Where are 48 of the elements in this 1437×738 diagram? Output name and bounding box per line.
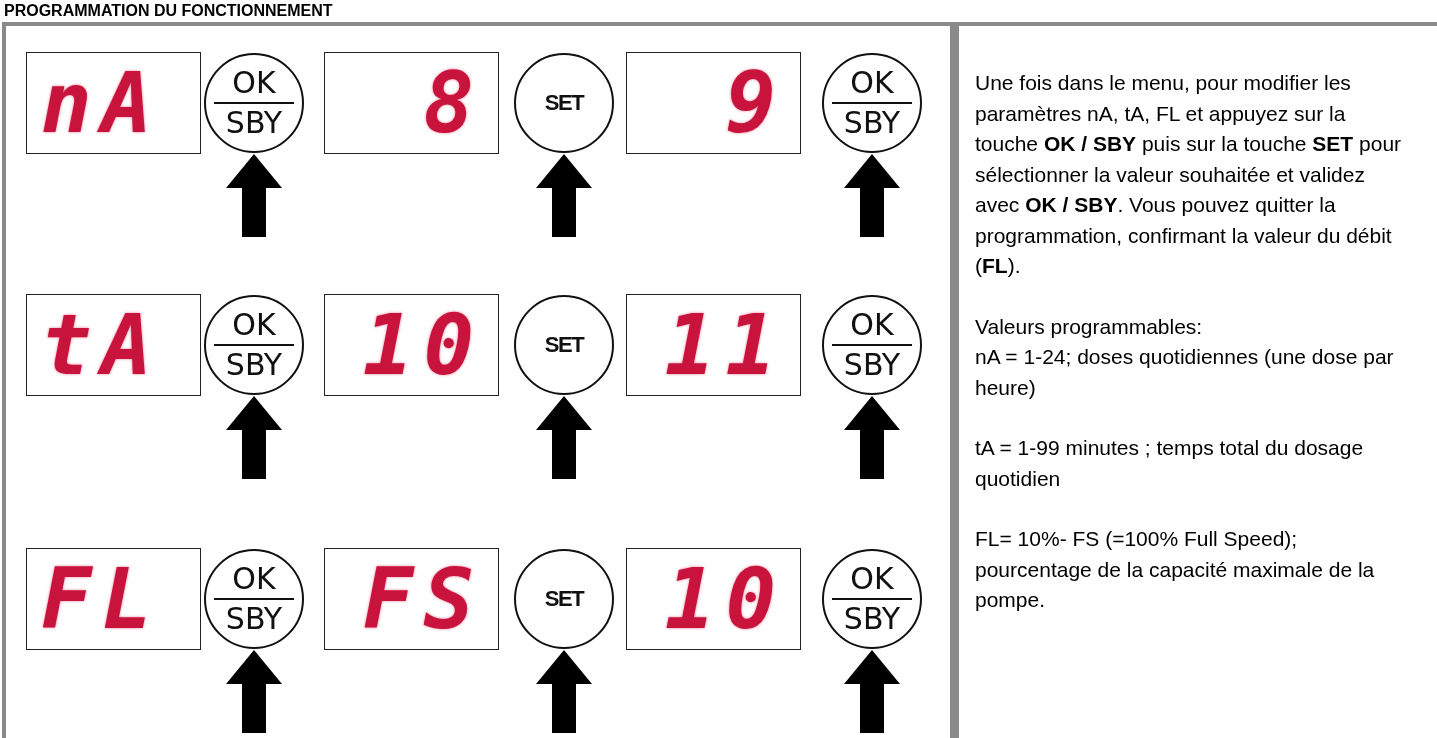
arrow (844, 154, 900, 237)
display-value: 10 (664, 554, 786, 644)
button-label: OK (232, 67, 276, 99)
description-text: Une fois dans le menu, pour modifier les paramètres nA, tA, FL et appuyez sur la touche OK / SBY puis sur la touche SET pour sélectionner la valeur souhaitée et validez avec OK / SBY. Vous pouvez quitter la programmation, confirmant la valeur du débit (FL). (975, 70, 1403, 279)
button-label: SBY (225, 107, 283, 139)
button-label: SET (544, 332, 584, 358)
button-label: OK (232, 309, 276, 341)
display-value: 8 (423, 58, 484, 148)
display-value: tA (41, 300, 163, 390)
display-value: 10 (362, 300, 484, 390)
button-label: SBY (843, 107, 901, 139)
display-value: FS (362, 554, 484, 644)
button-label: SBY (225, 349, 283, 381)
segment-display (626, 548, 801, 650)
segment-display (26, 294, 201, 396)
segment-display (324, 294, 499, 396)
button-label: SET (544, 90, 584, 116)
arrow (844, 396, 900, 479)
arrow (536, 154, 592, 237)
description-text: nA = 1-24; doses quotidiennes (une dose par heure) (975, 344, 1395, 401)
display-value: FL (41, 554, 163, 644)
segment-display (626, 294, 801, 396)
description-text: FL= 10%- FS (=100% Full Speed); pourcentage de la capacité maximale de la pompe. (975, 526, 1376, 613)
display-value: 9 (725, 58, 786, 148)
arrow (536, 396, 592, 479)
arrow (536, 650, 592, 733)
button-label: OK (850, 563, 894, 595)
button-label: OK (232, 563, 276, 595)
arrow (226, 650, 282, 733)
segment-display (324, 52, 499, 154)
segment-display (626, 52, 801, 154)
segment-display (324, 548, 499, 650)
button-label: OK (850, 309, 894, 341)
button-label: SBY (225, 603, 283, 635)
segment-display (26, 52, 201, 154)
display-value: 11 (664, 300, 786, 390)
display-value: nA (41, 58, 163, 148)
button-label: SBY (843, 603, 901, 635)
button-label: OK (850, 67, 894, 99)
button-label: SBY (843, 349, 901, 381)
arrow (844, 650, 900, 733)
button-label: SET (544, 586, 584, 612)
description-text: tA = 1-99 minutes ; temps total du dosage quotidien (975, 435, 1365, 492)
description-text: Valeurs programmables: (975, 313, 1204, 340)
segment-display (26, 548, 201, 650)
arrow (226, 396, 282, 479)
title: PROGRAMMATION DU FONCTIONNEMENT (4, 2, 333, 20)
arrow (226, 154, 282, 237)
